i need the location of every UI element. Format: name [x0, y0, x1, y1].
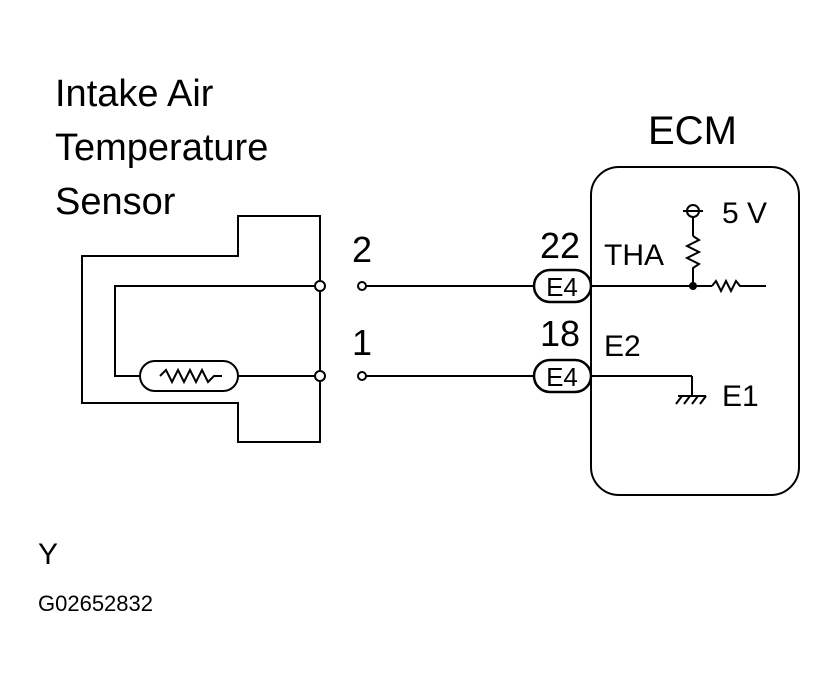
ecm-supply-label: 5 V	[722, 197, 767, 230]
sensor-pin-bottom-label: 1	[352, 322, 372, 363]
ecm-box	[590, 166, 800, 496]
ecm-pin-tha-label: THA	[604, 239, 664, 272]
corner-letter: Y	[38, 538, 58, 571]
thermistor-icon	[139, 360, 239, 392]
sensor-title-line-2: Temperature	[55, 127, 268, 169]
sensor-body-outline	[81, 215, 321, 443]
ground-hatch-4	[699, 395, 707, 405]
sensor-internal-wire-top	[114, 285, 320, 377]
sensor-pin-top-label: 2	[352, 229, 372, 270]
ecm-pin-bottom-number: 18	[540, 313, 580, 354]
ecm-title: ECM	[648, 109, 737, 153]
input-resistor-icon	[711, 278, 766, 294]
connector-top-label: E4	[546, 272, 578, 302]
sensor-title-line-1: Intake Air	[55, 73, 214, 115]
thermistor-resistor-zigzag	[159, 367, 222, 385]
sensor-title-line-3: Sensor	[55, 181, 176, 223]
ground-hatch-2	[683, 395, 691, 405]
ecm-pin-top-number: 22	[540, 225, 580, 266]
figure-code: G02652832	[38, 591, 153, 616]
ground-hatch-3	[691, 395, 699, 405]
harness-terminal-top	[357, 281, 367, 291]
ecm-pin-e2-label: E2	[604, 330, 641, 363]
harness-terminal-bottom	[357, 371, 367, 381]
sensor-terminal-2	[314, 280, 326, 292]
ground-hatch-1	[675, 395, 683, 405]
connector-bottom-label: E4	[546, 362, 578, 392]
sensor-terminal-1	[314, 370, 326, 382]
pullup-resistor-icon	[684, 235, 702, 286]
tha-junction-dot	[689, 282, 697, 290]
ecm-ground-label: E1	[722, 380, 759, 413]
